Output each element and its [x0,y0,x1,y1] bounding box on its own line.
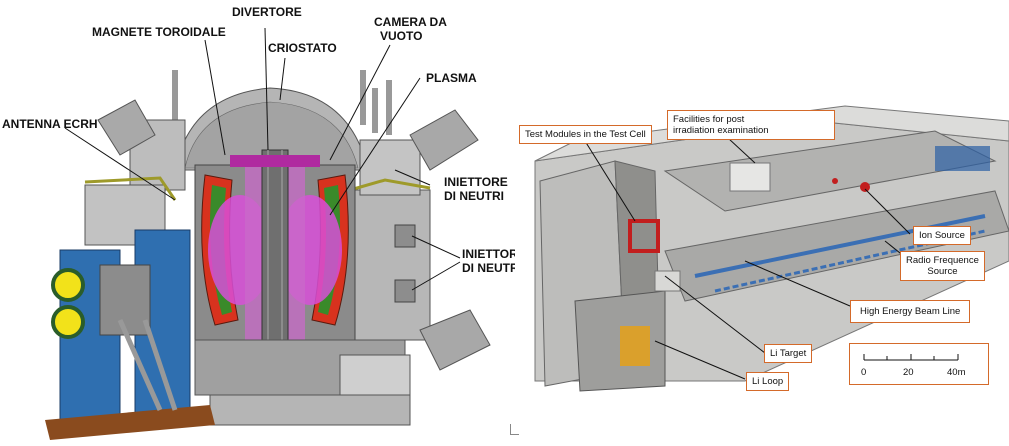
scale-bar: 0 20 40m [849,343,989,385]
scale-tick-40m: 40m [947,367,966,378]
label-iniettore-2-line1: INIETTORE [462,247,526,261]
label-plasma: PLASMA [426,71,477,85]
label-camera-da-vuoto-line1: CAMERA DA [374,15,447,29]
tokamak-diagram: MAGNETE TOROIDALE DIVERTORE CAMERA DA VU… [2,5,526,440]
corner-mark [510,424,519,435]
label-ion-source: Ion Source [913,226,971,245]
label-facilities-line2: irradiation examination [673,125,769,136]
label-rf-line2: Source [927,266,958,277]
label-camera-da-vuoto-line2: VUOTO [380,29,423,43]
label-test-modules: Test Modules in the Test Cell [519,125,652,144]
tokamak-illustration [45,27,491,440]
scale-bar-ruler [863,354,959,361]
scale-tick-20: 20 [903,367,914,378]
label-iniettore-1-line1: INIETTORE [444,175,508,189]
label-facilities: Facilities for post irradiation examinat… [667,110,835,140]
label-li-loop: Li Loop [746,372,790,391]
label-li-target: Li Target [764,344,813,363]
label-iniettore-2-line2: DI NEUTRI [462,261,522,275]
label-rf-line1: Radio Frequence [906,255,979,266]
label-criostato: CRIOSTATO [268,41,337,55]
label-magnete-toroidale: MAGNETE TOROIDALE [92,25,226,39]
label-antenna-ecrh: ANTENNA ECRH [2,117,98,131]
label-beam-line: High Energy Beam Line [850,300,971,323]
label-divertore: DIVERTORE [232,5,302,19]
label-rf-source: Radio Frequence Source [900,251,985,281]
scale-tick-0: 0 [861,367,867,378]
label-iniettore-1-line2: DI NEUTRI [444,189,504,203]
label-facilities-line1: Facilities for post [673,114,745,125]
